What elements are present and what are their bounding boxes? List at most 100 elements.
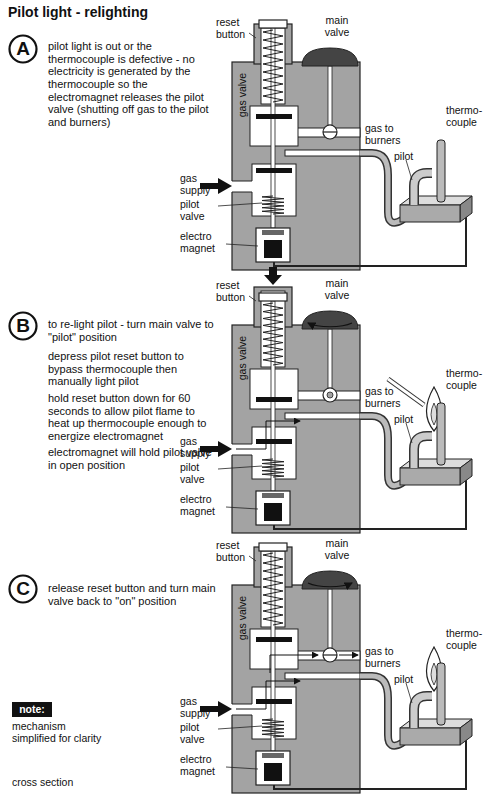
leader-line <box>406 160 412 180</box>
pilot-hood-outline <box>414 696 432 728</box>
inlet-wall <box>232 192 252 193</box>
bracket-front <box>400 205 460 222</box>
part-label: gas to burners <box>365 122 415 146</box>
gas-flow-arrow <box>270 655 318 673</box>
pilot-valve-disc <box>256 699 292 704</box>
main-valve-knob <box>302 48 358 66</box>
valve-panel <box>200 20 472 270</box>
pilot-hood-outline <box>414 173 432 205</box>
leader-line <box>226 767 258 769</box>
pilot-hood <box>414 696 432 728</box>
bracket-side <box>460 719 472 745</box>
step-text: hold reset button down for 60 seconds to… <box>48 392 216 443</box>
part-label: gas supply <box>180 435 220 459</box>
inlet-wall <box>232 455 252 456</box>
pilot-passage <box>285 673 360 679</box>
part-label: thermo- couple <box>446 627 496 651</box>
pilot-hood <box>414 436 432 468</box>
main-valve-stem <box>328 66 332 125</box>
gas-valve-body <box>232 325 360 533</box>
pilot-hood <box>414 173 432 205</box>
thermocouple-rod <box>437 663 445 725</box>
valve-panel <box>200 267 472 533</box>
part-label: gas supply <box>180 172 220 196</box>
main-valve-knob <box>302 571 358 589</box>
flame-core <box>431 403 437 425</box>
armature <box>262 493 284 498</box>
part-label: main valve <box>320 537 354 561</box>
part-label: reset button <box>216 279 258 303</box>
rotation-arrow <box>308 583 352 587</box>
leader-line <box>406 683 412 703</box>
note-heading: note: <box>12 702 52 717</box>
pilot-valve-disc <box>256 439 292 444</box>
part-label: pilot <box>394 413 424 425</box>
step-text: pilot light is out or the thermocouple i… <box>48 40 216 128</box>
armature <box>262 753 284 758</box>
inlet-wall <box>232 444 252 445</box>
part-label: pilot <box>394 150 424 162</box>
valve-panel <box>200 543 472 793</box>
thermocouple-rod <box>437 403 445 465</box>
part-label: gas valve <box>236 591 248 645</box>
step-letter: B <box>8 311 38 341</box>
inlet-wall <box>232 181 252 182</box>
inlet-wall <box>232 715 252 716</box>
part-label: electro magnet <box>180 230 226 254</box>
plug-port <box>323 654 337 655</box>
pilot-hood-outline <box>414 436 432 468</box>
gas-flow-arrow <box>339 655 358 656</box>
pilot-valve-spring <box>262 196 284 214</box>
pilot-passage <box>285 413 360 419</box>
part-label: electro magnet <box>180 753 226 777</box>
gas-valve-body <box>232 62 360 270</box>
gas-inlet <box>231 181 254 192</box>
part-label: reset button <box>216 16 258 40</box>
leader-line <box>218 466 262 469</box>
note-text: mechanism simplified for clarity <box>12 720 112 744</box>
reset-spring <box>263 30 283 102</box>
step-letter: A <box>8 34 38 64</box>
bracket-side <box>460 459 472 485</box>
leader-line <box>226 244 258 246</box>
leader-line <box>249 556 256 561</box>
part-label: gas to burners <box>365 385 415 409</box>
leader-line <box>249 296 256 301</box>
step-circle: B <box>8 311 38 341</box>
part-label: main valve <box>320 277 354 301</box>
pilot-passage <box>285 150 360 156</box>
reset-cap <box>259 20 287 28</box>
part-label: pilot <box>394 673 424 685</box>
plug-port <box>327 392 333 398</box>
step-letter: C <box>8 574 38 604</box>
part-label: reset button <box>216 539 258 563</box>
main-valve-plug <box>323 648 337 662</box>
press-arrow <box>264 267 282 285</box>
pilot-valve-disc <box>256 168 292 173</box>
part-label: electro magnet <box>180 493 226 517</box>
pilot-valve-spring <box>262 459 284 477</box>
step-text: to re-light pilot - turn main valve to "… <box>48 318 216 343</box>
rotation-arrow <box>308 323 352 327</box>
part-label: pilot valve <box>180 461 220 485</box>
main-valve-stem <box>328 329 332 388</box>
part-label: main valve <box>320 14 354 38</box>
armature <box>262 230 284 235</box>
thermocouple-wire <box>274 738 466 789</box>
reset-spring <box>263 303 283 365</box>
electromagnet-housing <box>256 491 290 525</box>
leader-line <box>218 726 262 729</box>
upper-disc <box>256 637 292 642</box>
bracket-front <box>400 468 460 485</box>
inlet-wall <box>232 704 252 705</box>
bracket-side <box>460 196 472 222</box>
step-circle: A <box>8 34 38 64</box>
bracket-front <box>400 728 460 745</box>
flame-core <box>431 663 437 685</box>
leader-line <box>406 423 412 443</box>
leader-line <box>249 33 256 38</box>
electromagnet-housing <box>256 751 290 785</box>
reset-cap <box>259 543 287 551</box>
part-label: gas supply <box>180 695 220 719</box>
step-text: depress pilot reset button to bypass the… <box>48 350 216 388</box>
